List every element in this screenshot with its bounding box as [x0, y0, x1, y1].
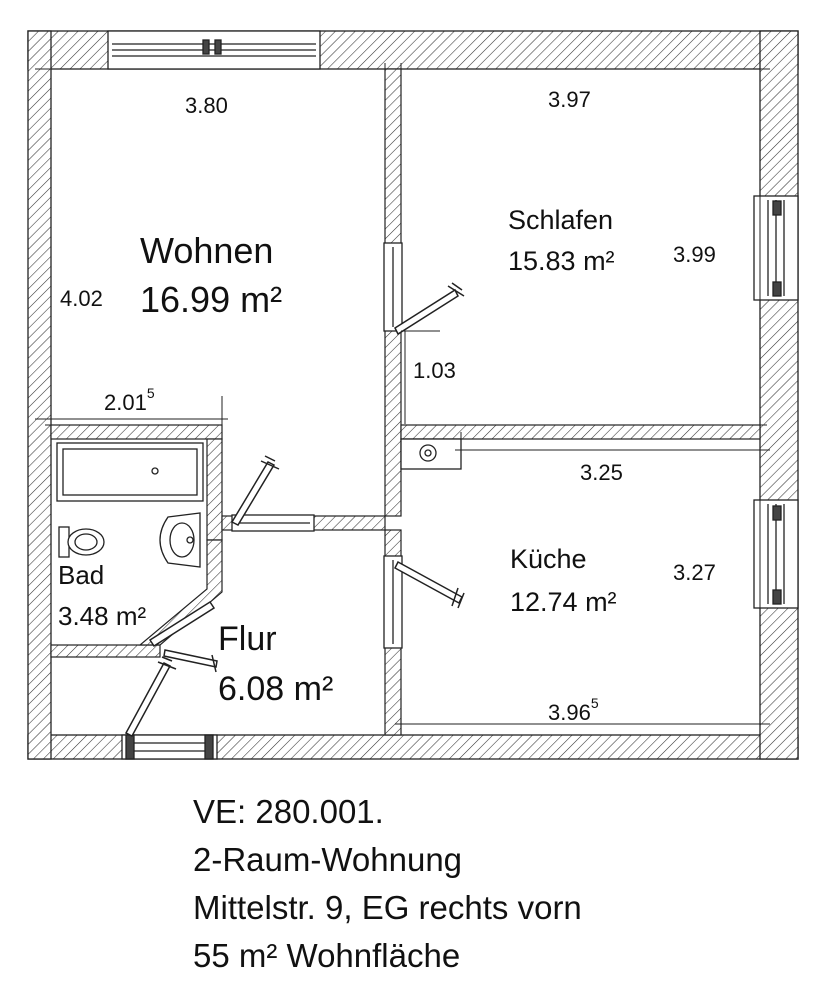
dim-kueche-width-top: 3.25 [580, 460, 623, 485]
bathroom-fixtures [56, 442, 204, 568]
dim-bad-width: 2.015 [104, 385, 155, 415]
toilet-icon [58, 526, 105, 558]
dim-schlafen-width: 3.97 [548, 87, 591, 112]
window-schlafen [753, 195, 799, 301]
ve-number: VE: 280.001. [193, 793, 384, 830]
room-name-schlafen: Schlafen [508, 205, 613, 235]
windows [107, 30, 799, 760]
room-name-kueche: Küche [510, 544, 587, 574]
interior-walls [50, 68, 761, 736]
dim-kueche-width-bottom: 3.965 [548, 695, 599, 725]
dim-schlafen-depth: 3.99 [673, 242, 716, 267]
door-kueche [394, 560, 465, 609]
listing-info: VE: 280.001. 2-Raum-Wohnung Mittelstr. 9… [193, 788, 582, 980]
room-area-kueche: 12.74 m² [510, 587, 617, 617]
room-area-wohnen: 16.99 m² [140, 279, 282, 320]
window-kueche [753, 499, 799, 609]
bathtub-icon [56, 442, 204, 502]
door-schlafen [394, 282, 465, 336]
sink-icon [159, 512, 201, 568]
door-frames [231, 242, 403, 649]
chimney-icon [400, 438, 462, 470]
room-name-wohnen: Wohnen [140, 230, 273, 271]
room-name-flur: Flur [218, 620, 277, 658]
room-area-bad: 3.48 m² [58, 601, 146, 631]
window-top [107, 30, 321, 70]
dim-kueche-depth: 3.27 [673, 560, 716, 585]
floor-plan: Wohnen 16.99 m² Schlafen 15.83 m² Küche … [27, 30, 799, 760]
door-entrance [124, 656, 177, 737]
door-bad [148, 600, 218, 673]
room-area-schlafen: 15.83 m² [508, 246, 615, 276]
apartment-type: 2-Raum-Wohnung [193, 841, 463, 878]
room-area-flur: 6.08 m² [218, 670, 333, 708]
dim-wohnen-width: 3.80 [185, 93, 228, 118]
dimension-lines [35, 60, 770, 745]
dim-wohnen-depth: 4.02 [60, 286, 103, 311]
living-area: 55 m² Wohnfläche [193, 937, 461, 974]
room-name-bad: Bad [58, 560, 104, 590]
dim-door-offset: 1.03 [413, 358, 456, 383]
door-bad-flur [230, 455, 280, 526]
address: Mittelstr. 9, EG rechts vorn [193, 889, 582, 926]
window-flur [121, 734, 218, 760]
door-leaves [124, 282, 465, 737]
